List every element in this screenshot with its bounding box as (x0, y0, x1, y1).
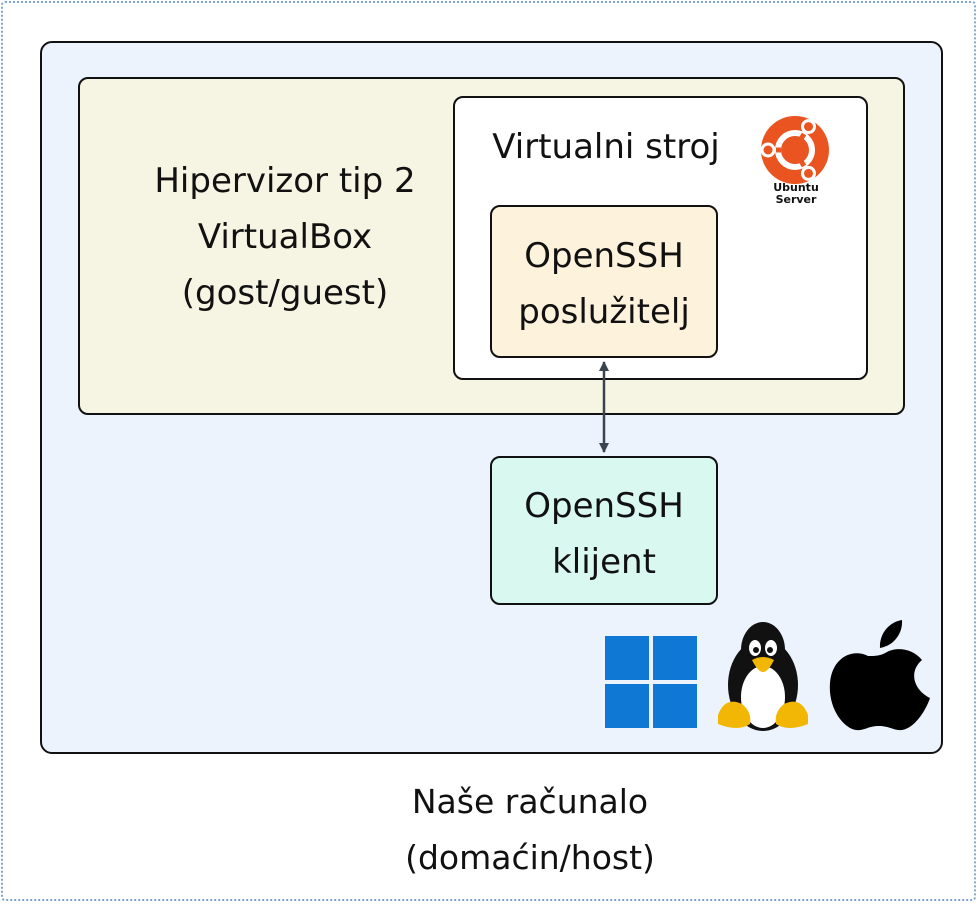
apple-icon (829, 620, 930, 731)
hypervisor-label: Hipervizor tip 2 VirtualBox (gost/guest) (110, 153, 460, 321)
ubuntu-logo-line2: Server (775, 193, 817, 206)
hypervisor-label-line3: (gost/guest) (181, 273, 389, 313)
host-computer-label-line1: Naše računalo (411, 782, 649, 821)
linux-tux-icon (718, 622, 808, 731)
ubuntu-logo-line1: Ubuntu (773, 181, 819, 194)
openssh-server-label-line1: OpenSSH (524, 236, 684, 276)
openssh-client-box (490, 456, 718, 605)
ubuntu-server-logo-text: Ubuntu Server (762, 182, 830, 206)
openssh-client-label-line1: OpenSSH (524, 486, 684, 526)
openssh-server-label: OpenSSH poslužitelj (490, 228, 718, 340)
host-computer-label-line2: (domaćin/host) (405, 838, 655, 877)
openssh-client-label: OpenSSH klijent (490, 478, 718, 590)
ubuntu-icon (760, 116, 829, 184)
windows-icon (605, 636, 697, 728)
openssh-server-box (490, 205, 718, 358)
hypervisor-label-line2: VirtualBox (197, 217, 373, 257)
openssh-client-label-line2: klijent (552, 542, 656, 582)
openssh-server-label-line2: poslužitelj (518, 292, 690, 332)
host-computer-label: Naše računalo (domaćin/host) (310, 774, 750, 886)
virtual-machine-label: Virtualni stroj (492, 127, 720, 167)
hypervisor-label-line1: Hipervizor tip 2 (154, 161, 416, 201)
